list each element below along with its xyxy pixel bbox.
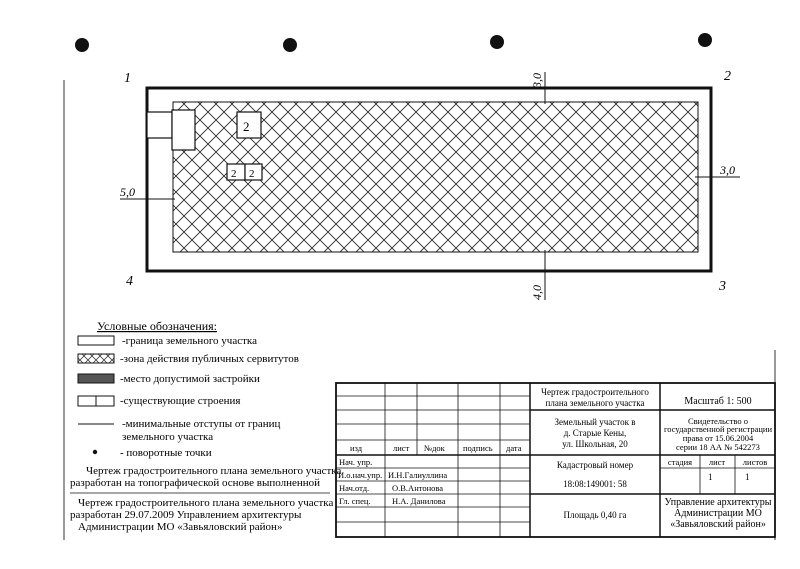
stamp-certificate: серии 18 АА № 542273 — [676, 442, 760, 452]
stamp-role: И.о.нач.упр. — [338, 470, 382, 480]
stamp-name: О.В.Антонова — [392, 483, 443, 493]
existing-building — [146, 111, 173, 139]
existing-building — [236, 111, 262, 139]
legend-item: -зона действия публичных сервитутов — [120, 353, 299, 365]
stamp-stage-header: стадия — [668, 457, 692, 467]
stamp-sheet-count: 1 — [745, 472, 750, 482]
stamp-stage-header: лист — [709, 457, 726, 467]
building-label: 2 — [243, 119, 250, 134]
legend-item: -минимальные отступы от границ — [122, 418, 281, 430]
land-plot-boundary — [145, 86, 713, 273]
binder-hole-icon — [698, 33, 712, 47]
building-label: 2 — [231, 168, 237, 180]
stamp-title: Чертеж градостроительного — [541, 387, 649, 397]
legend-note: разработан 29.07.2009 Управлением архите… — [70, 509, 302, 521]
stamp-name: И.Н.Галиуллина — [388, 470, 447, 480]
stamp-name: Н.А. Данилова — [392, 496, 446, 506]
legend-swatch-servitude — [77, 353, 115, 364]
stamp-role: Нач. упр. — [339, 457, 372, 467]
stamp-area: Площадь 0,40 га — [563, 510, 626, 520]
stamp-certificate: права от 15.06.2004 — [683, 433, 754, 443]
legend-note: Чертеж градостроительного плана земельно… — [86, 465, 341, 477]
turning-point-label: 1 — [124, 71, 131, 86]
stamp-scale: Масштаб 1: 500 — [684, 396, 751, 407]
turning-point-label: 4 — [126, 274, 133, 289]
stamp-cadastral-value: 18:08:149001: 58 — [563, 479, 627, 489]
legend-note: разработан на топографической основе вып… — [70, 477, 320, 489]
stamp-address: ул. Школьная, 20 — [562, 439, 628, 449]
legend-swatch-boundary — [77, 335, 115, 346]
stamp-cadastral-label: Кадастровый номер — [557, 460, 634, 470]
title-block — [335, 382, 776, 538]
legend-item: земельного участка — [122, 431, 213, 443]
turning-point-label: 3 — [718, 279, 726, 294]
stamp-col-header: лист — [393, 443, 410, 453]
legend-item: -существующие строения — [120, 395, 240, 407]
building-label: 2 — [249, 168, 255, 180]
binder-hole-icon — [490, 35, 504, 49]
stamp-role: Нач.отд. — [339, 483, 369, 493]
binder-hole-icon — [283, 38, 297, 52]
dimension-label: 3,0 — [530, 73, 544, 89]
stamp-org: Администрации МО — [674, 508, 762, 519]
dimension-label: 3,0 — [719, 163, 735, 177]
binder-hole-icon — [75, 38, 89, 52]
stamp-col-header: изд — [350, 443, 363, 453]
legend-title: Условные обозначения: — [97, 319, 217, 333]
stamp-address: д. Старые Кены, — [564, 428, 627, 438]
stamp-col-header: подпись — [463, 443, 493, 453]
stamp-certificate: государственной регистрации — [664, 424, 772, 434]
stamp-certificate: Свидетельство о — [688, 416, 748, 426]
dimension-label: 4,0 — [530, 285, 544, 300]
dimension-label: 5,0 — [120, 185, 135, 199]
stamp-address: Земельный участок в — [555, 417, 636, 427]
legend-item: -граница земельного участка — [122, 335, 257, 347]
existing-building — [244, 163, 263, 181]
stamp-title: плана земельного участка — [546, 398, 645, 408]
legend-note: Администрации МО «Завьяловский район» — [78, 521, 282, 533]
stamp-stage-header: листов — [743, 457, 767, 467]
turning-point-label: 2 — [724, 69, 731, 84]
legend-swatch-building-zone — [77, 373, 115, 384]
legend-item: -место допустимой застройки — [120, 373, 260, 385]
stamp-org: Управление архитектуры — [665, 497, 772, 508]
turning-point-icon — [92, 449, 98, 455]
existing-building — [171, 109, 196, 151]
stamp-col-header: №док — [424, 443, 446, 453]
stamp-sheet-number: 1 — [708, 472, 713, 482]
legend-item: - поворотные точки — [120, 447, 212, 459]
stamp-col-header: дата — [506, 443, 522, 453]
legend-note: Чертеж градостроительного плана земельно… — [78, 497, 333, 509]
stamp-role: Гл. спец. — [339, 496, 371, 506]
stamp-org: «Завьяловский район» — [670, 519, 766, 530]
